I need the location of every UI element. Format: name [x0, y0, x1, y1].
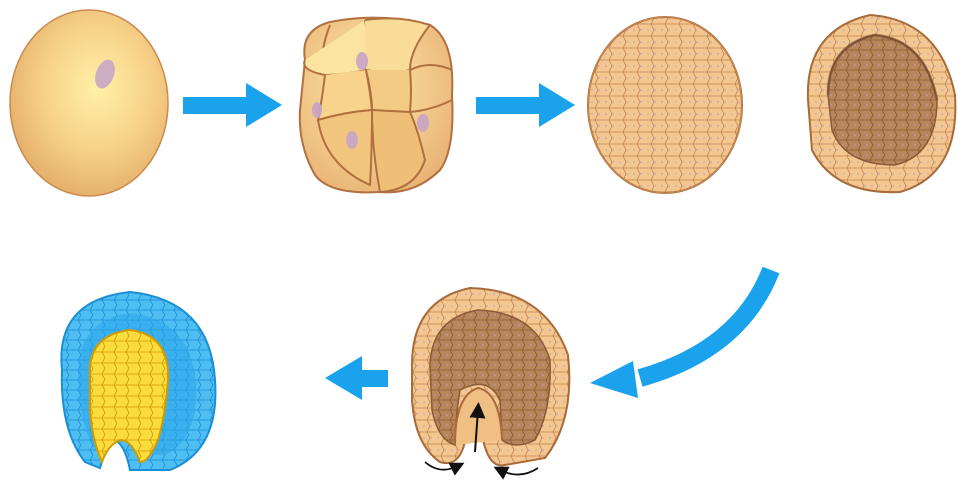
layered-gastrula-icon — [61, 292, 215, 470]
arrow-gastrula-to-late-gastrula — [325, 356, 388, 400]
invaginating-gastrula-icon — [412, 288, 569, 475]
hollow-blastula-icon — [808, 15, 956, 192]
arrow-eight-cell-to-morula — [476, 83, 575, 127]
cleavage-cells-icon — [300, 18, 453, 193]
arrow-blastula-to-gastrula — [590, 270, 771, 398]
morula-icon — [588, 17, 742, 193]
egg-cell-icon — [10, 10, 168, 196]
arrow-zygote-to-eight-cell — [183, 83, 282, 127]
